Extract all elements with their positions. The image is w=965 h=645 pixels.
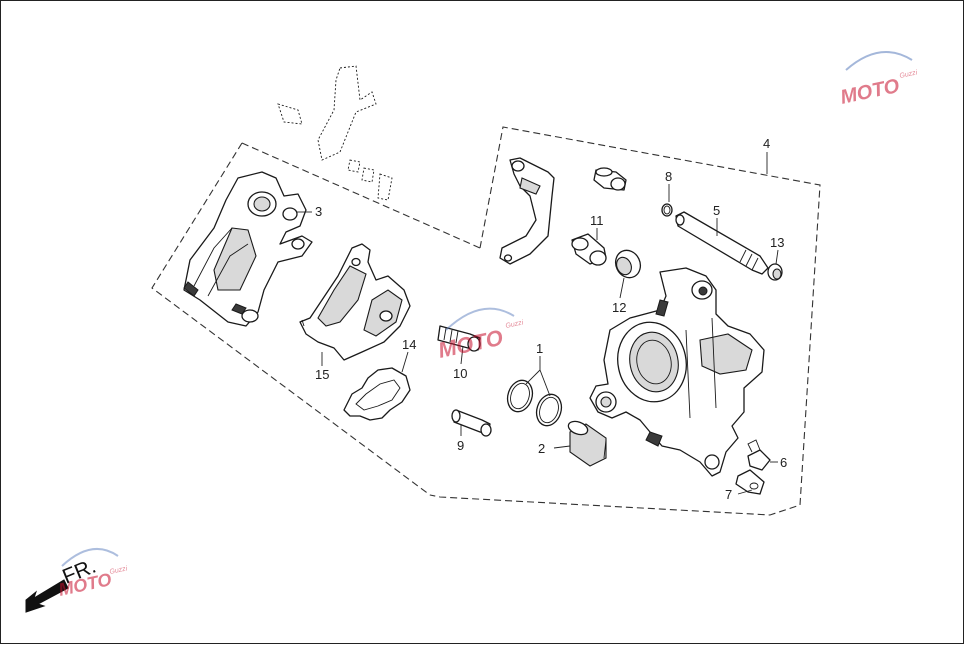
callout-5: 5: [713, 203, 720, 218]
group-outline-left: [151, 142, 431, 496]
part-13-cap: [767, 263, 783, 281]
part-10-pin: [437, 325, 481, 352]
group-outline-caliper-4: [429, 126, 821, 516]
part-9-pin-bolt: [451, 409, 492, 437]
part-14-pad-spring: [343, 367, 411, 421]
part-3-caliper-bracket: [183, 171, 313, 327]
callout-15: 15: [315, 367, 329, 382]
watermark-subtext: Guzzi: [505, 319, 524, 330]
callout-9: 9: [457, 438, 464, 453]
part-7-bleeder-cap: [735, 469, 765, 495]
callout-12: 12: [612, 300, 626, 315]
part-15-brake-pads: [299, 243, 411, 361]
part-8-oring: [661, 203, 673, 217]
callout-labels: 1 2 3 4 5 6 7 8 9 10 11 12 13 14 15: [315, 136, 787, 502]
part-2-piston: [567, 420, 607, 467]
callout-4: 4: [763, 136, 770, 151]
callout-2: 2: [538, 441, 545, 456]
callout-14: 14: [402, 337, 416, 352]
watermark-subtext: Guzzi: [899, 69, 918, 80]
watermark-top-right: MOTO Guzzi: [838, 51, 918, 109]
watermark-swoosh-icon: [845, 51, 913, 71]
part-1-seals: [506, 379, 563, 427]
watermark-swoosh-icon: [61, 548, 119, 567]
part-bushing-upper: [593, 167, 627, 191]
fork-leg-ghost: [277, 65, 393, 201]
part-11-sleeve: [571, 233, 607, 266]
callout-1: 1: [536, 341, 543, 356]
callout-10: 10: [453, 366, 467, 381]
part-6-bleeder: [747, 439, 771, 471]
callout-8: 8: [665, 169, 672, 184]
callout-3: 3: [315, 204, 322, 219]
part-12-boot: [614, 249, 642, 279]
front-arrow-icon: [25, 579, 69, 613]
callout-11: 11: [590, 213, 604, 228]
part-pad-plate: [499, 157, 555, 265]
callout-13: 13: [770, 235, 784, 250]
callout-6: 6: [780, 455, 787, 470]
watermark-subtext: Guzzi: [109, 565, 128, 576]
callout-7: 7: [725, 487, 732, 502]
part-5-guide-pin: [675, 211, 769, 275]
part-caliper-body: [589, 267, 765, 477]
watermark-center: MOTO Guzzi: [436, 307, 524, 363]
leader-lines: [296, 152, 779, 495]
watermark-text: MOTO: [838, 75, 901, 109]
watermark-swoosh-icon: [445, 307, 515, 331]
